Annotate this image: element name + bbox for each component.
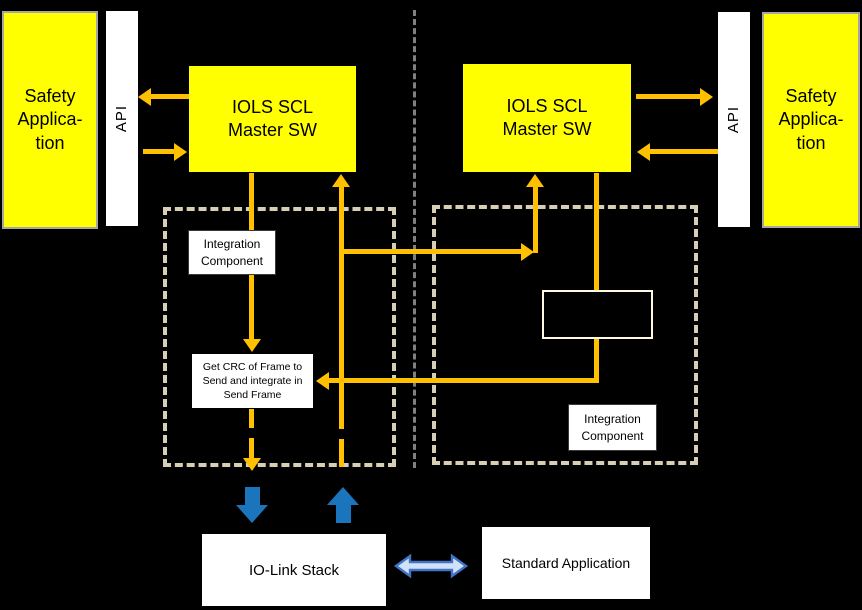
arrow-branch-right-head bbox=[521, 243, 534, 261]
safety-application-box-left: Safety Applica- tion bbox=[2, 11, 98, 229]
master-sw-label-left: IOLS SCL Master SW bbox=[227, 96, 317, 140]
line-right-to-crc bbox=[329, 378, 599, 383]
arrow-into-master-left-head bbox=[332, 174, 350, 187]
line-master-right-down-upper bbox=[594, 173, 599, 291]
api-label-right: API bbox=[725, 105, 743, 134]
arrow-crc-down-head bbox=[243, 458, 261, 471]
crc-function-box: Get CRC of Frame to Send and integrate i… bbox=[191, 353, 314, 409]
junction-tick-left bbox=[247, 428, 254, 438]
safety-application-label-left: Safety Applica- tion bbox=[17, 85, 83, 153]
safety-application-box-right: Safety Applica- tion bbox=[762, 12, 860, 228]
master-sw-label-right: IOLS SCL Master SW bbox=[502, 95, 592, 139]
api-label-left: API bbox=[113, 104, 131, 133]
arrow-master-to-api-right-head bbox=[700, 88, 713, 106]
arrow-api-to-master-left-head bbox=[174, 143, 187, 161]
frame-buffer-box bbox=[542, 290, 653, 339]
line-branch-to-right-master bbox=[341, 249, 522, 254]
standard-application-box: Standard Application bbox=[481, 526, 651, 600]
master-sw-box-left: IOLS SCL Master SW bbox=[188, 65, 357, 173]
io-link-stack-box: IO-Link Stack bbox=[201, 533, 387, 607]
exchange-double-arrow bbox=[393, 553, 469, 579]
arrow-api-to-master-right-line bbox=[650, 149, 718, 154]
arrow-api-to-master-right-head bbox=[637, 143, 650, 161]
integration-component-label-left: Integration Component bbox=[188, 230, 276, 275]
integration-container-right bbox=[432, 205, 698, 465]
stack-up-arrow-shaft bbox=[336, 504, 351, 523]
arrow-into-master-right-head bbox=[526, 174, 544, 187]
standard-application-label: Standard Application bbox=[501, 555, 631, 571]
arrow-master-to-api-right-line bbox=[636, 94, 701, 99]
stack-up-arrow-head bbox=[327, 487, 359, 505]
api-box-left: API bbox=[106, 11, 138, 226]
api-box-right: API bbox=[718, 12, 750, 227]
arrow-master-to-api-left-head bbox=[138, 88, 151, 106]
integration-component-label-right: Integration Component bbox=[568, 404, 657, 451]
stack-down-arrow-head bbox=[236, 505, 268, 523]
io-link-stack-label: IO-Link Stack bbox=[248, 561, 340, 579]
integration-container-left bbox=[163, 207, 396, 467]
channel-divider-dashed-line bbox=[413, 10, 416, 468]
junction-tick-right bbox=[338, 429, 345, 439]
master-sw-box-right: IOLS SCL Master SW bbox=[462, 63, 632, 173]
stack-down-arrow-shaft bbox=[245, 487, 260, 506]
line-master-right-down-lower bbox=[594, 339, 599, 383]
arrow-into-crc-head bbox=[243, 339, 261, 352]
arrow-into-crc-right-head bbox=[316, 372, 329, 390]
line-up-into-master-right bbox=[533, 187, 538, 253]
arrow-api-to-master-left-line bbox=[143, 149, 175, 154]
line-up-into-master-left bbox=[339, 187, 344, 467]
arrow-master-to-api-left-line bbox=[151, 94, 189, 99]
safety-application-label-right: Safety Applica- tion bbox=[778, 85, 844, 153]
